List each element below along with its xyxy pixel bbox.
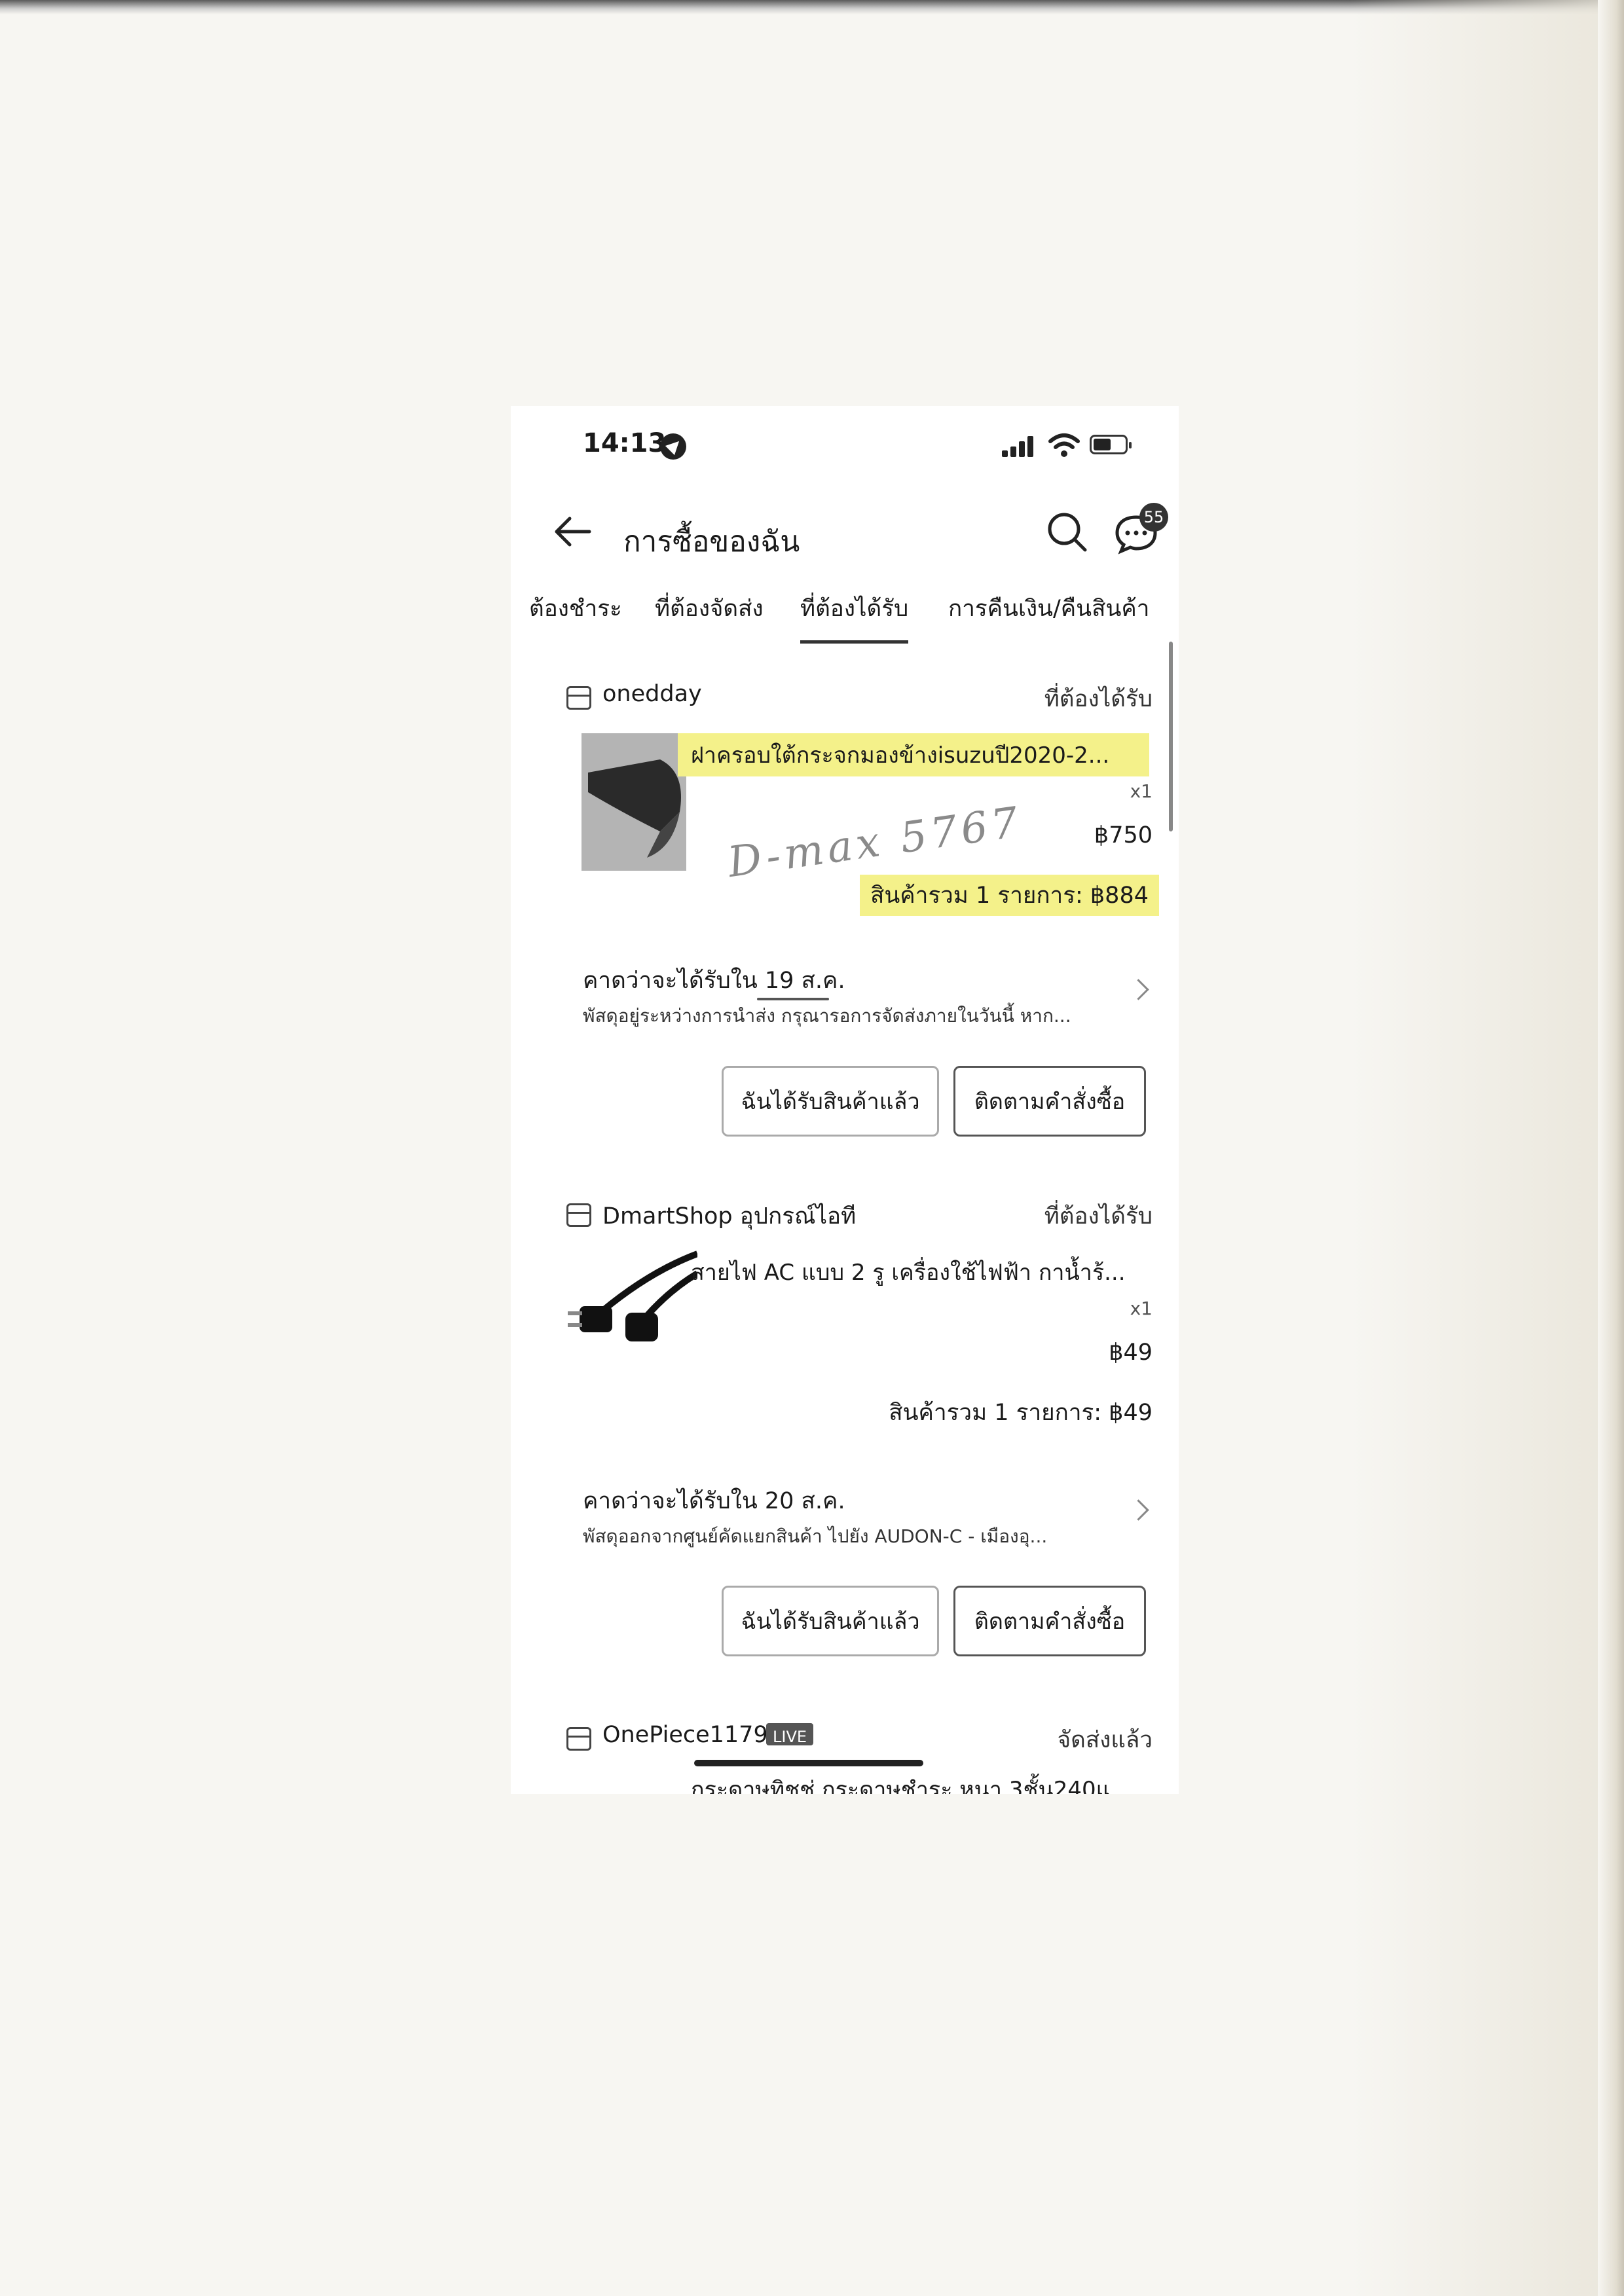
- product-title[interactable]: สายไฟ AC แบบ 2 รู เครื่องใช้ไฟฟ้า กาน้ำร…: [691, 1260, 1126, 1286]
- delivery-estimate[interactable]: คาดว่าจะได้รับใน 19 ส.ค. พัสดุอยู่ระหว่า…: [583, 962, 1159, 1034]
- product-title[interactable]: ฝาครอบใต้กระจกมองข้างisuzuปี2020-2...: [678, 733, 1149, 776]
- tab-to-receive[interactable]: ที่ต้องได้รับ: [800, 591, 909, 644]
- chevron-right-icon: [1128, 979, 1149, 1000]
- product-price: ฿750: [1094, 822, 1153, 848]
- order-card: onedday ที่ต้องได้รับ ฝาครอบใต้กระจกมองข…: [511, 668, 1179, 943]
- shop-icon: [566, 1727, 591, 1751]
- eta-title: คาดว่าจะได้รับใน 20 ส.ค.: [583, 1488, 845, 1514]
- eta-detail: พัสดุออกจากศูนย์คัดแยกสินค้า ไปยัง AUDON…: [583, 1525, 1048, 1547]
- order-status: จัดส่งแล้ว: [1057, 1727, 1153, 1753]
- shop-name[interactable]: DmartShop อุปกรณ์ไอที: [602, 1203, 857, 1230]
- page-title: การซื้อของฉัน: [623, 525, 800, 558]
- order-status: ที่ต้องได้รับ: [1044, 686, 1153, 712]
- product-title-partial[interactable]: กระดาษทิชชู่ กระดาษชำระ หนา 3ชั้น240แ: [691, 1777, 1111, 1794]
- live-badge: LIVE: [766, 1723, 814, 1746]
- tab-return-refund[interactable]: การคืนเงิน/คืนสินค้า: [948, 596, 1150, 622]
- product-thumbnail[interactable]: [581, 733, 686, 871]
- scan-shade: [1349, 0, 1598, 2296]
- pen-underline: [757, 998, 829, 1000]
- delivery-estimate[interactable]: คาดว่าจะได้รับใน 20 ส.ค. พัสดุออกจากศูนย…: [583, 1483, 1159, 1555]
- track-order-button[interactable]: ติดตามคำสั่งซื้อ: [953, 1586, 1146, 1656]
- tab-to-pay[interactable]: ต้องชำระ: [529, 596, 622, 622]
- order-total: สินค้ารวม 1 รายการ: ฿884: [860, 875, 1159, 916]
- shop-icon: [566, 1203, 591, 1227]
- eta-title: คาดว่าจะได้รับใน 19 ส.ค.: [583, 968, 845, 994]
- location-arrow-icon: [660, 433, 686, 460]
- signal-icon: [1002, 435, 1036, 457]
- product-thumbnail[interactable]: [566, 1247, 697, 1358]
- scan-edge-right: [1598, 0, 1624, 2296]
- order-status: ที่ต้องได้รับ: [1044, 1203, 1153, 1230]
- ac-cable-image: [566, 1247, 697, 1358]
- mirror-cover-image: [581, 733, 686, 871]
- status-time: 14:13: [583, 428, 667, 458]
- home-indicator: [694, 1760, 923, 1766]
- back-arrow-icon[interactable]: [550, 512, 596, 551]
- chevron-right-icon: [1128, 1499, 1149, 1521]
- handwritten-note: D-max 5767: [725, 797, 1025, 888]
- order-received-button[interactable]: ฉันได้รับสินค้าแล้ว: [722, 1066, 939, 1137]
- nav-bar: การซื้อของฉัน 55: [511, 491, 1179, 576]
- track-order-button[interactable]: ติดตามคำสั่งซื้อ: [953, 1066, 1146, 1137]
- scrollbar[interactable]: [1169, 642, 1173, 831]
- order-received-button[interactable]: ฉันได้รับสินค้าแล้ว: [722, 1586, 939, 1656]
- order-total: สินค้ารวม 1 รายการ: ฿49: [889, 1400, 1153, 1426]
- chat-badge: 55: [1139, 503, 1168, 532]
- phone-screenshot: 14:13 การซื้อของฉัน 55 ต: [511, 406, 1179, 1794]
- tab-to-ship[interactable]: ที่ต้องจัดส่ง: [655, 596, 764, 622]
- scan-edge-top: [0, 0, 1624, 14]
- wifi-icon: [1048, 433, 1080, 457]
- chat-icon[interactable]: [1113, 509, 1159, 555]
- product-quantity: x1: [1130, 1298, 1153, 1319]
- eta-detail: พัสดุอยู่ระหว่างการนำส่ง กรุณารอการจัดส่…: [583, 1005, 1071, 1027]
- shop-name[interactable]: onedday: [602, 681, 702, 707]
- status-bar: 14:13: [511, 406, 1179, 484]
- search-icon[interactable]: [1044, 509, 1090, 555]
- shop-name[interactable]: OnePiece1179: [602, 1722, 768, 1748]
- shop-icon: [566, 686, 591, 710]
- order-card: OnePiece1179 LIVE จัดส่งแล้ว กระดาษทิชชู…: [511, 1709, 1179, 1794]
- product-quantity: x1: [1130, 780, 1153, 802]
- order-tabs: ต้องชำระ ที่ต้องจัดส่ง ที่ต้องได้รับ การ…: [511, 581, 1179, 644]
- order-card: DmartShop อุปกรณ์ไอที ที่ต้องได้รับ สายไ…: [511, 1185, 1179, 1460]
- product-price: ฿49: [1109, 1339, 1153, 1366]
- battery-icon: [1090, 435, 1132, 454]
